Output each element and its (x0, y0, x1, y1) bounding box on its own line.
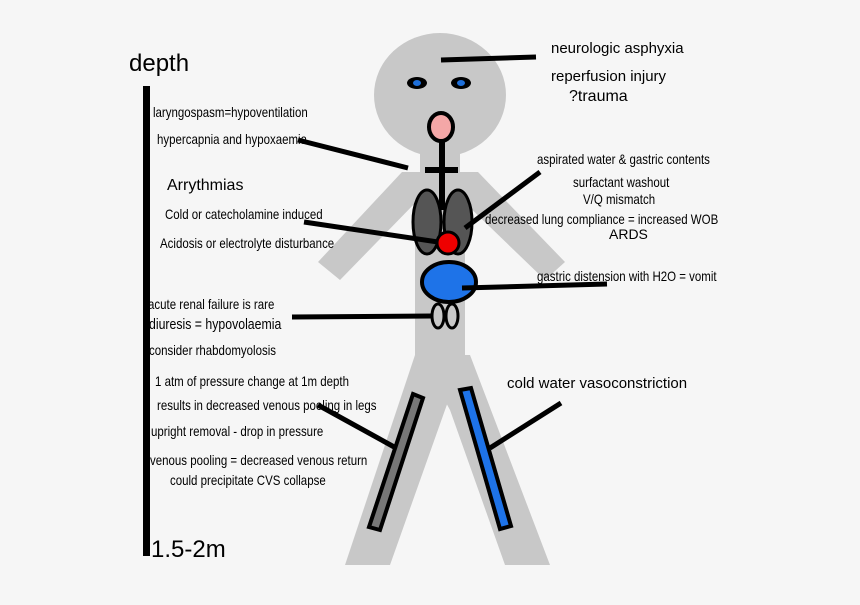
depth-scale-bar (143, 86, 150, 556)
leg-label-venous-return: venous pooling = decreased venous return (150, 452, 368, 468)
right-leg-vein (457, 385, 514, 532)
depth-bottom-label: 1.5-2m (151, 536, 226, 563)
pointer-lines (291, 54, 608, 451)
leg-label-pressure: 1 atm of pressure change at 1m depth (155, 373, 350, 389)
heart-label-cold: Cold or catecholamine induced (165, 206, 323, 222)
lungs-pointer (463, 169, 542, 231)
left-arm (318, 172, 418, 280)
left-iris (413, 80, 421, 86)
leg-label-upright: upright removal - drop in pressure (151, 423, 324, 439)
left-leg-pointer (316, 402, 398, 451)
left-kidney (430, 302, 446, 330)
leg-label-pooling: results in decreased venous pooling in l… (157, 397, 377, 413)
head-label-asphyxia: neurologic asphyxia (551, 40, 684, 57)
heart-pointer (303, 219, 439, 245)
right-arm (462, 172, 565, 280)
kidneys-pointer (291, 313, 433, 320)
airway-pointer (297, 137, 409, 171)
right-kidney (444, 302, 460, 330)
lungs-label-surfactant: surfactant washout (573, 174, 670, 190)
lungs-label-vq: V/Q mismatch (583, 191, 656, 207)
kidneys-label-renal: acute renal failure is rare (148, 296, 275, 312)
head-label-reperfusion: reperfusion injury (551, 68, 667, 85)
stomach-label: gastric distension with H2O = vomit (537, 268, 717, 284)
head (374, 33, 506, 157)
mouth (427, 111, 455, 143)
head-pointer (440, 54, 537, 63)
kidneys-label-diuresis: diuresis = hypovolaemia (149, 316, 282, 333)
lungs-label-compliance: decreased lung compliance = increased WO… (485, 211, 719, 227)
lungs-label-aspirated: aspirated water & gastric contents (537, 151, 710, 167)
left-leg-vein (366, 391, 426, 533)
lungs-label-ards: ARDS (609, 226, 648, 242)
kidneys-label-rhabdo: consider rhabdomyolosis (149, 342, 276, 358)
depth-top-label: depth (129, 50, 190, 77)
head-label-trauma: ?trauma (569, 88, 628, 105)
heart (435, 230, 461, 256)
leg-label-cvs-collapse: could precipitate CVS collapse (170, 472, 326, 488)
right-leg-pointer (488, 400, 563, 451)
heart-label-arrythmias: Arrythmias (167, 177, 244, 194)
airway-label-laryngospasm: laryngospasm=hypoventilation (153, 104, 308, 120)
right-iris (457, 80, 465, 86)
heart-label-acidosis: Acidosis or electrolyte disturbance (160, 235, 335, 251)
airway-label-hypercapnia: hypercapnia and hypoxaemia (157, 131, 307, 147)
right-leg-label: cold water vasoconstriction (507, 375, 688, 392)
stomach (420, 260, 478, 304)
stomach-pointer (461, 281, 608, 291)
